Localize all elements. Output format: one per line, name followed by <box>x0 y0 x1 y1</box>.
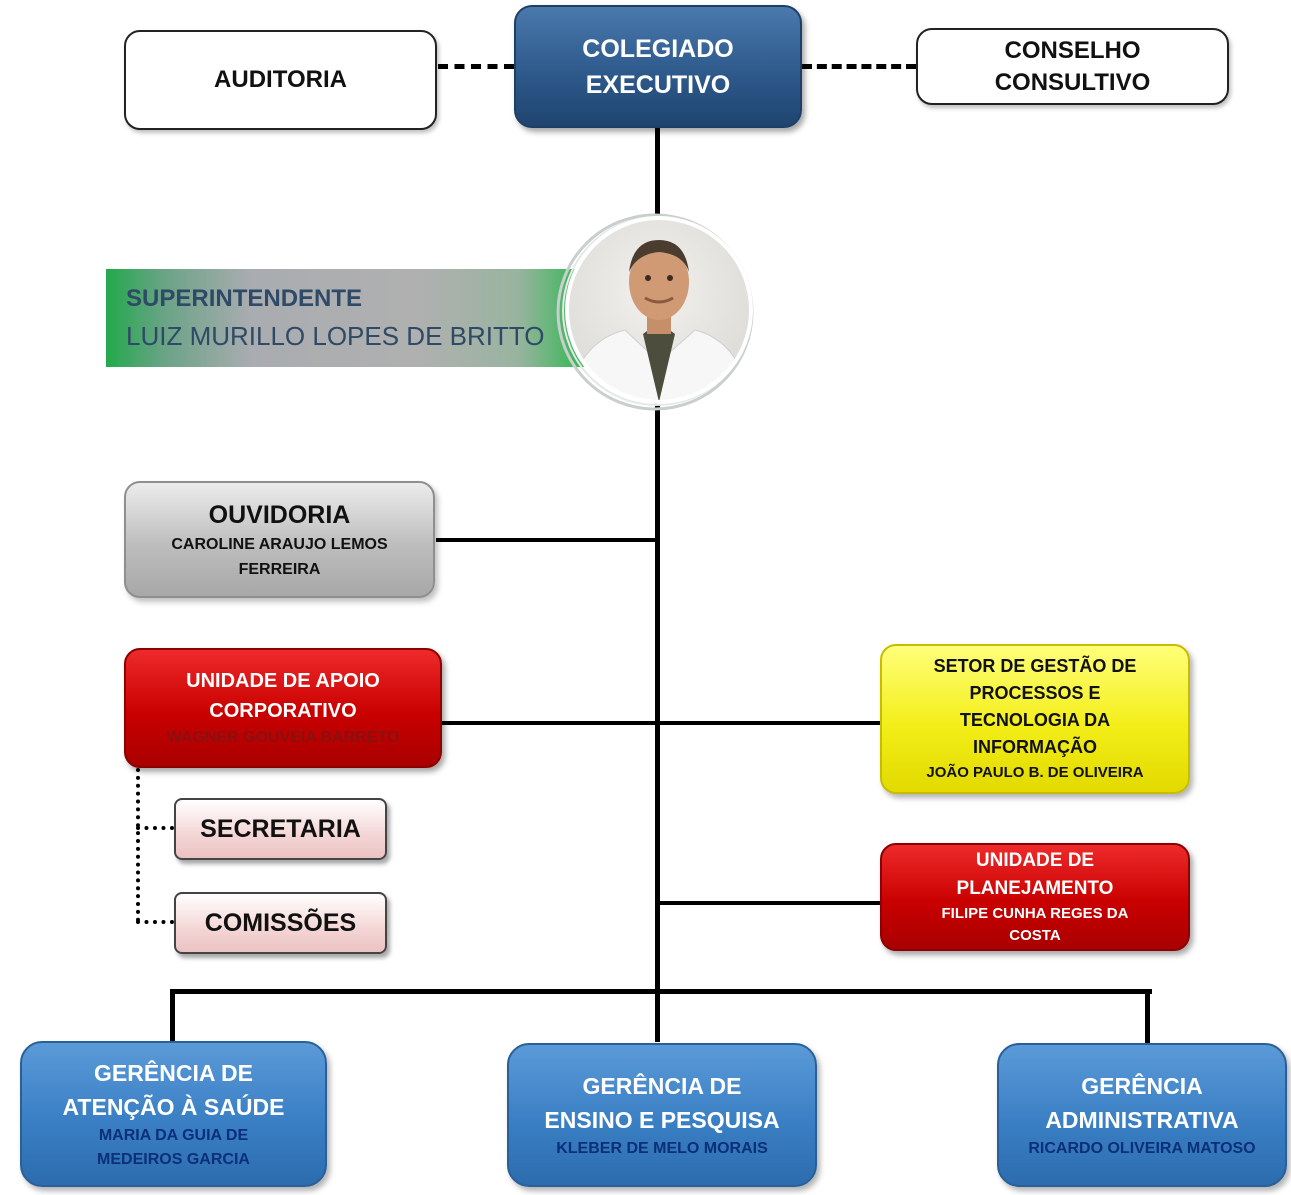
management-teaching-box: GERÊNCIA DE ENSINO E PESQUISA KLEBER DE … <box>507 1043 817 1187</box>
audit-dashed-connector <box>438 64 514 69</box>
it-sector-title-line3: TECNOLOGIA DA <box>959 710 1111 730</box>
planning-box: UNIDADE DE PLANEJAMENTO FILIPE CUNHA REG… <box>880 843 1190 951</box>
planning-title-line1: UNIDADE DE <box>975 850 1095 871</box>
ombudsman-box: OUVIDORIA CAROLINE ARAUJO LEMOS FERREIRA <box>124 481 435 598</box>
executive-board-label-line2: EXECUTIVO <box>585 70 731 99</box>
main-vertical-connector <box>655 126 660 1042</box>
planning-connector <box>658 901 882 905</box>
ombudsman-name-line1: CAROLINE ARAUJO LEMOS <box>171 535 388 553</box>
management-health-name-line1: MARIA DA GUIA DE <box>98 1127 249 1144</box>
audit-box: AUDITORIA <box>124 30 437 130</box>
superintendent-banner: SUPERINTENDENTE LUIZ MURILLO LOPES DE BR… <box>106 269 586 367</box>
executive-board-label-line1: COLEGIADO <box>582 34 734 63</box>
secretaria-box: SECRETARIA <box>174 798 387 860</box>
superintendent-name: LUIZ MURILLO LOPES DE BRITTO <box>126 321 545 351</box>
secretaria-dotted-connector <box>136 826 174 830</box>
planning-name-line1: FILIPE CUNHA REGES DA <box>941 905 1129 922</box>
ombudsman-title: OUVIDORIA <box>208 500 351 529</box>
management-health-title-line1: GERÊNCIA DE <box>94 1060 253 1086</box>
council-dashed-connector <box>802 64 916 69</box>
management-administrative-title-line2: ADMINISTRATIVA <box>1045 1107 1239 1133</box>
corporate-support-name: WAGNER GOUVEIA BARRETO <box>166 729 400 746</box>
staff-dotted-connector <box>136 768 140 922</box>
management-health-title-line2: ATENÇÃO À SAÚDE <box>62 1094 285 1120</box>
corporate-support-connector <box>442 721 882 725</box>
it-sector-title-line4: INFORMAÇÃO <box>973 737 1097 757</box>
management-teaching-name-line1: KLEBER DE MELO MORAIS <box>556 1140 768 1157</box>
it-sector-title-line1: SETOR DE GESTÃO DE <box>933 656 1137 676</box>
advisory-council-label-line1: CONSELHO <box>1004 36 1141 64</box>
management-health-box: GERÊNCIA DE ATENÇÃO À SAÚDE MARIA DA GUI… <box>20 1041 327 1187</box>
executive-board-box: COLEGIADO EXECUTIVO <box>514 5 802 128</box>
management-left-drop <box>170 989 175 1041</box>
advisory-council-box: CONSELHO CONSULTIVO <box>916 28 1229 105</box>
management-teaching-title-line2: ENSINO E PESQUISA <box>544 1107 780 1133</box>
planning-title-line2: PLANEJAMENTO <box>956 878 1114 899</box>
management-horizontal-connector <box>172 989 1152 994</box>
corporate-support-title-line2: CORPORATIVO <box>209 700 357 722</box>
corporate-support-title-line1: UNIDADE DE APOIO <box>186 670 380 692</box>
management-administrative-name-line1: RICARDO OLIVEIRA MATOSO <box>1028 1140 1256 1157</box>
management-administrative-box: GERÊNCIA ADMINISTRATIVA RICARDO OLIVEIRA… <box>997 1043 1287 1187</box>
ombudsman-name-line2: FERREIRA <box>238 560 321 578</box>
planning-name-line2: COSTA <box>1009 927 1061 944</box>
ombudsman-connector <box>436 538 658 542</box>
it-sector-name: JOÃO PAULO B. DE OLIVEIRA <box>926 764 1144 781</box>
superintendent-photo <box>555 212 755 412</box>
secretaria-label: SECRETARIA <box>200 814 361 843</box>
management-administrative-title-line1: GERÊNCIA <box>1081 1073 1203 1099</box>
comissoes-label: COMISSÕES <box>204 908 357 937</box>
management-right-drop <box>1145 989 1150 1043</box>
audit-label: AUDITORIA <box>214 66 347 93</box>
superintendent-role: SUPERINTENDENTE <box>126 285 363 312</box>
it-sector-box: SETOR DE GESTÃO DE PROCESSOS E TECNOLOGI… <box>880 644 1190 794</box>
it-sector-title-line2: PROCESSOS E <box>969 683 1101 703</box>
management-health-name-line2: MEDEIROS GARCIA <box>97 1151 250 1168</box>
corporate-support-box: UNIDADE DE APOIO CORPORATIVO WAGNER GOUV… <box>124 648 442 768</box>
person-photo-icon <box>556 213 754 411</box>
advisory-council-label-line2: CONSULTIVO <box>994 68 1151 96</box>
management-teaching-title-line1: GERÊNCIA DE <box>582 1073 742 1099</box>
comissoes-dotted-connector <box>136 920 174 924</box>
comissoes-box: COMISSÕES <box>174 892 387 954</box>
